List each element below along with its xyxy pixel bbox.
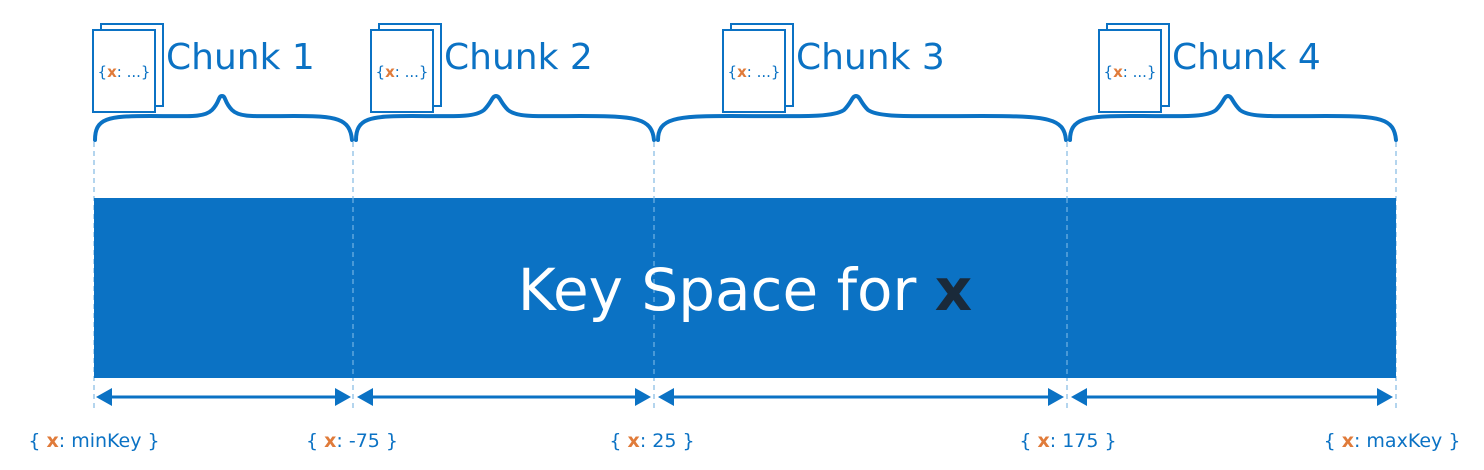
document-stack-icon: {x: ...} <box>1098 23 1170 113</box>
key-space-title: Key Space for x <box>518 256 972 324</box>
chunk-label: Chunk 1 <box>166 37 315 78</box>
curly-brace <box>1068 93 1398 142</box>
svg-text:{x: ...}: {x: ...} <box>98 63 151 81</box>
range-arrow-2 <box>357 388 651 406</box>
document-stack-icon: {x: ...} <box>370 23 442 113</box>
document-stack-icon: {x: ...} <box>722 23 794 113</box>
boundary-label-minkey: { x: minKey } <box>28 430 159 452</box>
boundary-label-175: { x: 175 } <box>1019 430 1116 452</box>
range-arrows <box>96 388 1393 406</box>
chunk-label: Chunk 3 <box>796 37 945 78</box>
boundary-label-neg75: { x: -75 } <box>306 430 398 452</box>
chunk-1: {x: ...} Chunk 1 <box>92 23 354 142</box>
svg-text:{x: ...}: {x: ...} <box>376 63 429 81</box>
svg-text:{x: ...}: {x: ...} <box>1104 63 1157 81</box>
chunk-3: {x: ...} Chunk 3 <box>656 23 1068 142</box>
range-arrow-4 <box>1071 388 1393 406</box>
boundary-label-maxkey: { x: maxKey } <box>1324 430 1461 452</box>
document-stack-icon: {x: ...} <box>92 23 164 113</box>
key-space-title-key: x <box>935 256 972 324</box>
boundary-labels: { x: minKey } { x: -75 } { x: 25 } { x: … <box>28 430 1460 452</box>
chunk-label: Chunk 2 <box>444 37 593 78</box>
curly-brace <box>93 93 354 142</box>
range-arrow-3 <box>658 388 1064 406</box>
boundary-label-25: { x: 25 } <box>609 430 694 452</box>
curly-brace <box>656 93 1068 142</box>
chunk-label: Chunk 4 <box>1172 37 1321 78</box>
key-space-bar <box>94 198 1396 378</box>
key-space-title-prefix: Key Space for <box>518 256 935 324</box>
chunk-4: {x: ...} Chunk 4 <box>1068 23 1398 142</box>
boundary-guides-over-bar <box>352 198 1068 378</box>
chunk-2: {x: ...} Chunk 2 <box>354 23 656 142</box>
curly-brace <box>354 93 656 142</box>
svg-text:{x: ...}: {x: ...} <box>728 63 781 81</box>
range-arrow-1 <box>96 388 351 406</box>
